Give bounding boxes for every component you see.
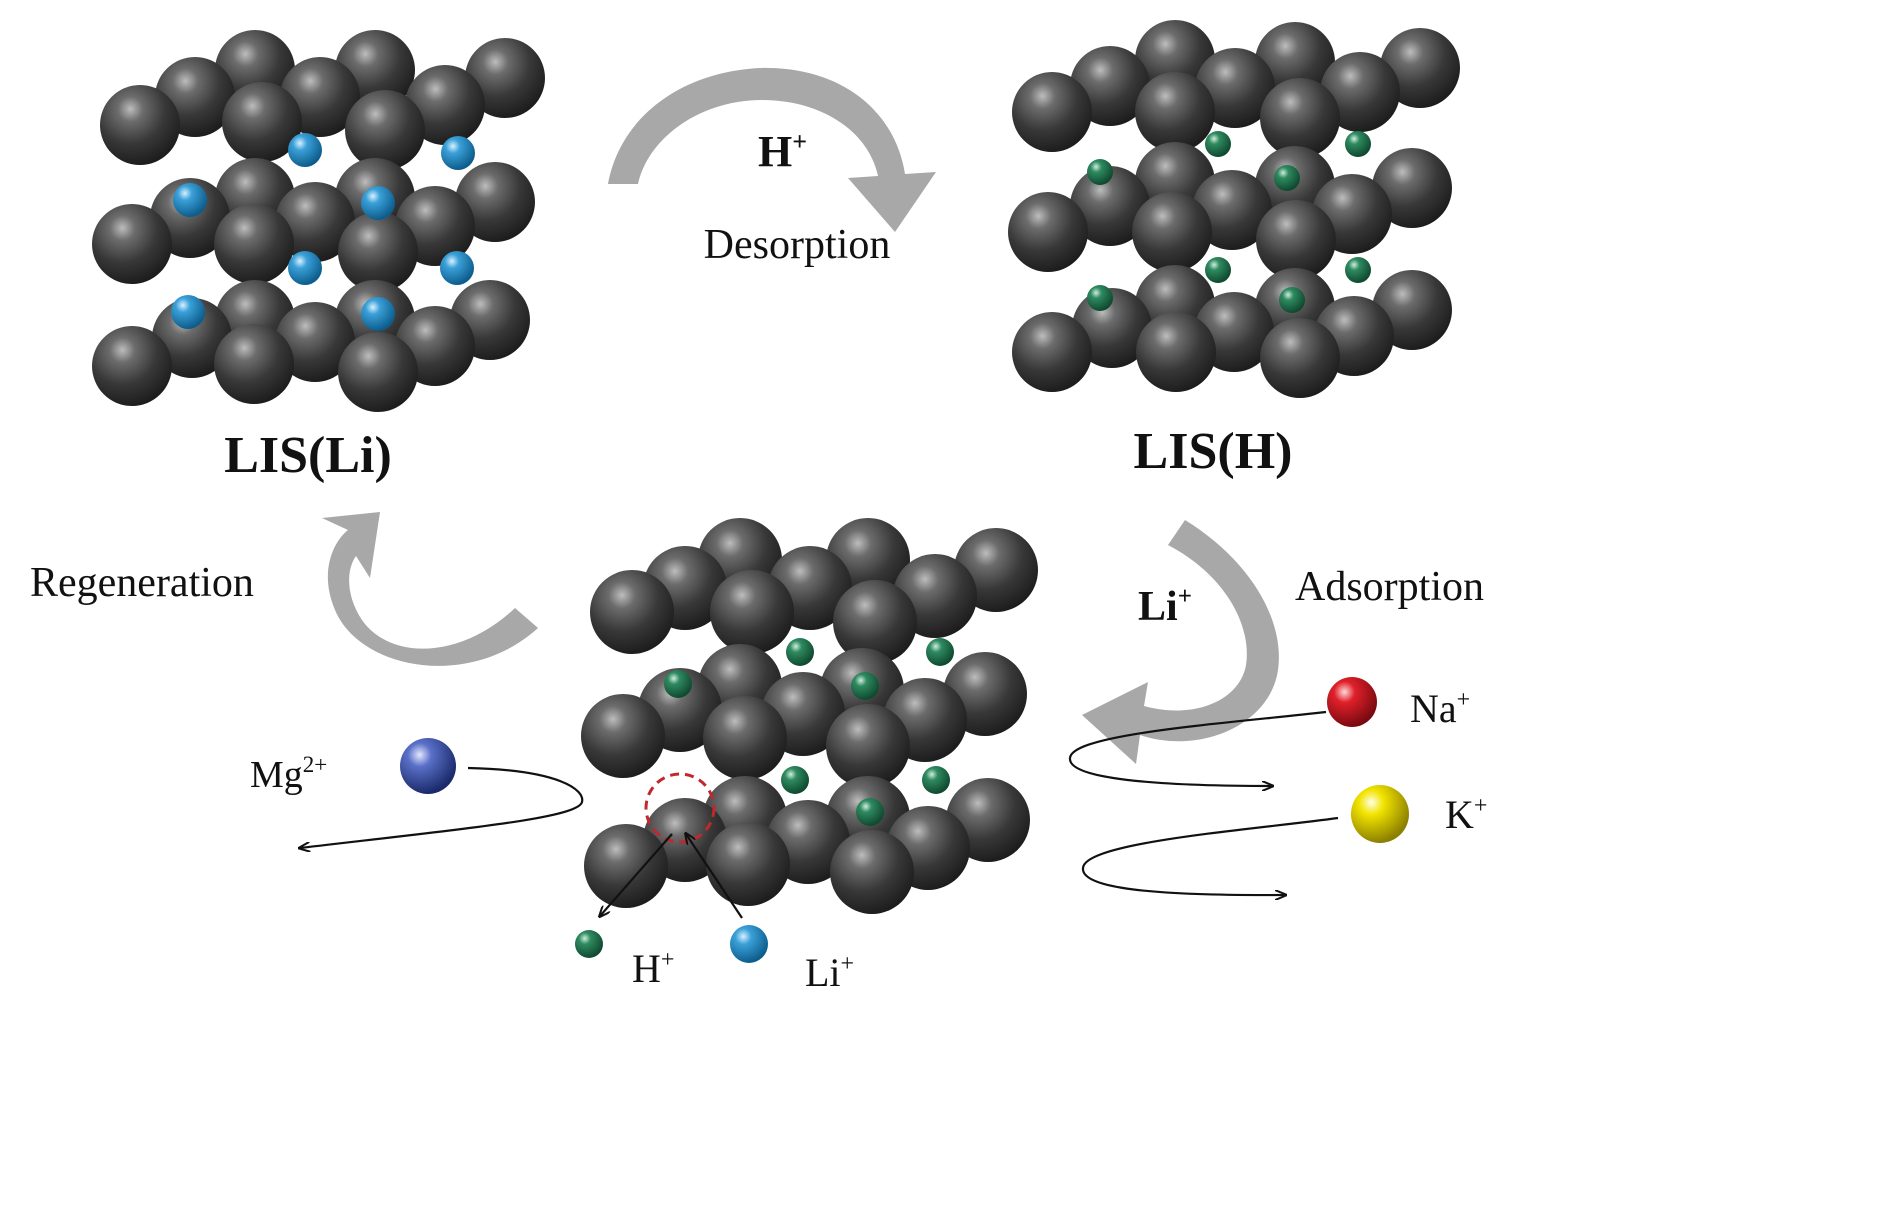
k-rejection-path (1081, 816, 1339, 895)
lis-li-layer-bottom (92, 280, 530, 412)
na-label: Na+ (1410, 686, 1470, 731)
mg-label: Mg2+ (250, 752, 327, 796)
bottom-layer-bottom (584, 776, 1030, 914)
legend-lithium-ion (730, 925, 768, 963)
lis-h-layer-middle (1008, 142, 1452, 280)
bottom-hydrogen-ions (664, 638, 954, 826)
legend-hydrogen-ion (575, 930, 603, 958)
bottom-layer-top (590, 518, 1038, 664)
lis-h-hydrogen-ions (1087, 131, 1371, 313)
legend-h-label: H+ (632, 946, 674, 991)
lis-li-lithium-ions (171, 133, 475, 331)
lis-li-layer-top (100, 30, 545, 170)
exchange-site-highlight (644, 772, 716, 844)
bottom-layer-middle (581, 644, 1027, 788)
legend-li-label: Li+ (805, 950, 854, 995)
desorption-arrow (608, 67, 936, 232)
regeneration-label: Regeneration (30, 560, 254, 606)
adsorption-label: Adsorption (1295, 564, 1484, 610)
lis-li-label: LIS(Li) (224, 427, 392, 484)
lis-li-crystal (92, 30, 545, 412)
magnesium-ion (400, 738, 456, 794)
lis-h-crystal (1008, 20, 1460, 398)
lis-h-label: LIS(H) (1134, 423, 1293, 480)
desorption-label: Desorption (704, 222, 891, 268)
sodium-ion (1327, 677, 1377, 727)
na-rejection-path (1068, 710, 1327, 786)
lis-h-layer-bottom (1012, 265, 1452, 398)
h-release-arrow (600, 833, 673, 916)
adsorption-arrow (1082, 520, 1279, 764)
regeneration-arrow (322, 512, 538, 666)
adsorption-li-label: Li+ (1138, 583, 1192, 630)
lis-h-layer-top (1012, 20, 1460, 158)
desorption-h-label: H+ (758, 127, 807, 176)
mg-rejection-path (300, 766, 584, 848)
li-uptake-arrow (686, 834, 743, 919)
potassium-ion (1351, 785, 1409, 843)
bottom-crystal (581, 518, 1038, 914)
k-label: K+ (1445, 792, 1487, 837)
